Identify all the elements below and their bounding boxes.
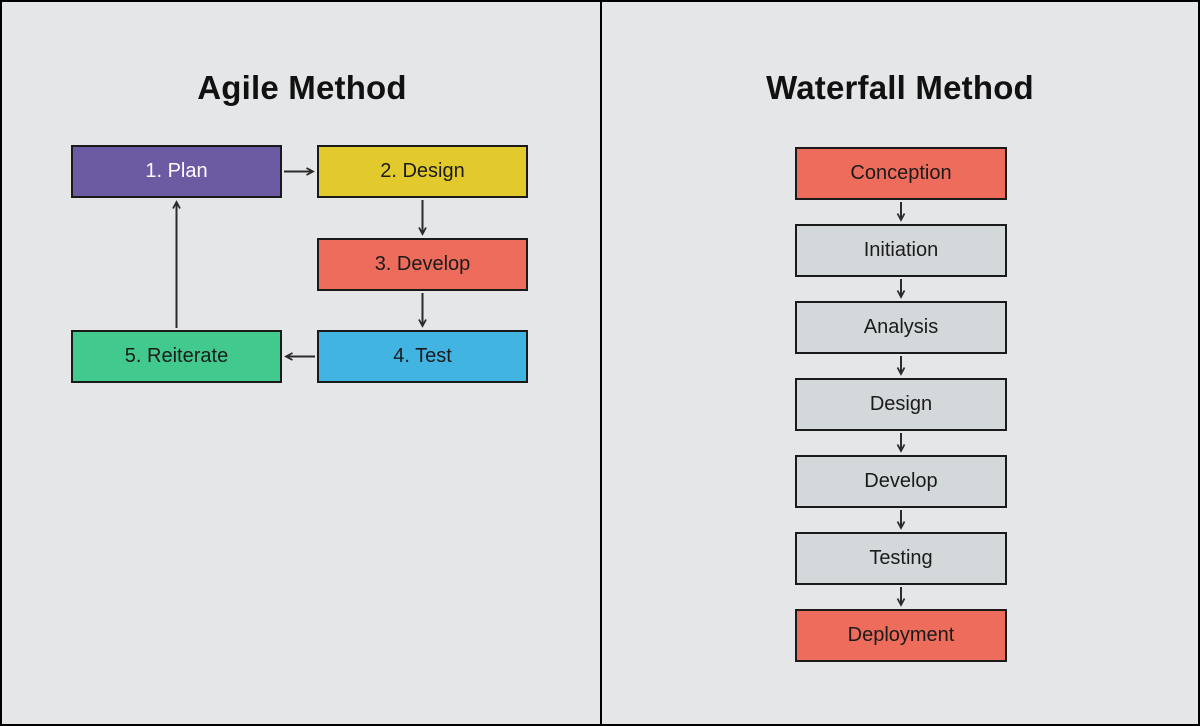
agile-step-develop: 3. Develop	[317, 238, 528, 291]
waterfall-step-design-label: Design	[869, 393, 933, 415]
waterfall-step-initiation-label: Initiation	[863, 239, 939, 261]
waterfall-step-conception-label: Conception	[850, 162, 952, 184]
agile-step-plan-label: 1. Plan	[145, 160, 208, 182]
agile-step-design-label: 2. Design	[380, 160, 465, 182]
agile-step-develop-label: 3. Develop	[374, 253, 471, 275]
waterfall-step-conception: Conception	[795, 147, 1007, 200]
waterfall-step-deployment: Deployment	[795, 609, 1007, 662]
agile-step-reiterate-label: 5. Reiterate	[124, 345, 229, 367]
waterfall-step-testing: Testing	[795, 532, 1007, 585]
agile-step-plan: 1. Plan	[71, 145, 282, 198]
waterfall-step-design: Design	[795, 378, 1007, 431]
agile-step-design: 2. Design	[317, 145, 528, 198]
waterfall-step-analysis-label: Analysis	[863, 316, 939, 338]
waterfall-step-analysis: Analysis	[795, 301, 1007, 354]
agile-step-test: 4. Test	[317, 330, 528, 383]
waterfall-step-testing-label: Testing	[869, 547, 933, 569]
waterfall-step-deployment-label: Deployment	[847, 624, 955, 646]
waterfall-step-develop: Develop	[795, 455, 1007, 508]
agile-step-reiterate: 5. Reiterate	[71, 330, 282, 383]
waterfall-step-initiation: Initiation	[795, 224, 1007, 277]
agile-step-test-label: 4. Test	[393, 345, 452, 367]
agile-panel-title: Agile Method	[197, 69, 407, 106]
panel-divider	[600, 2, 602, 724]
waterfall-step-develop-label: Develop	[864, 470, 938, 492]
waterfall-panel-title: Waterfall Method	[766, 69, 1034, 106]
